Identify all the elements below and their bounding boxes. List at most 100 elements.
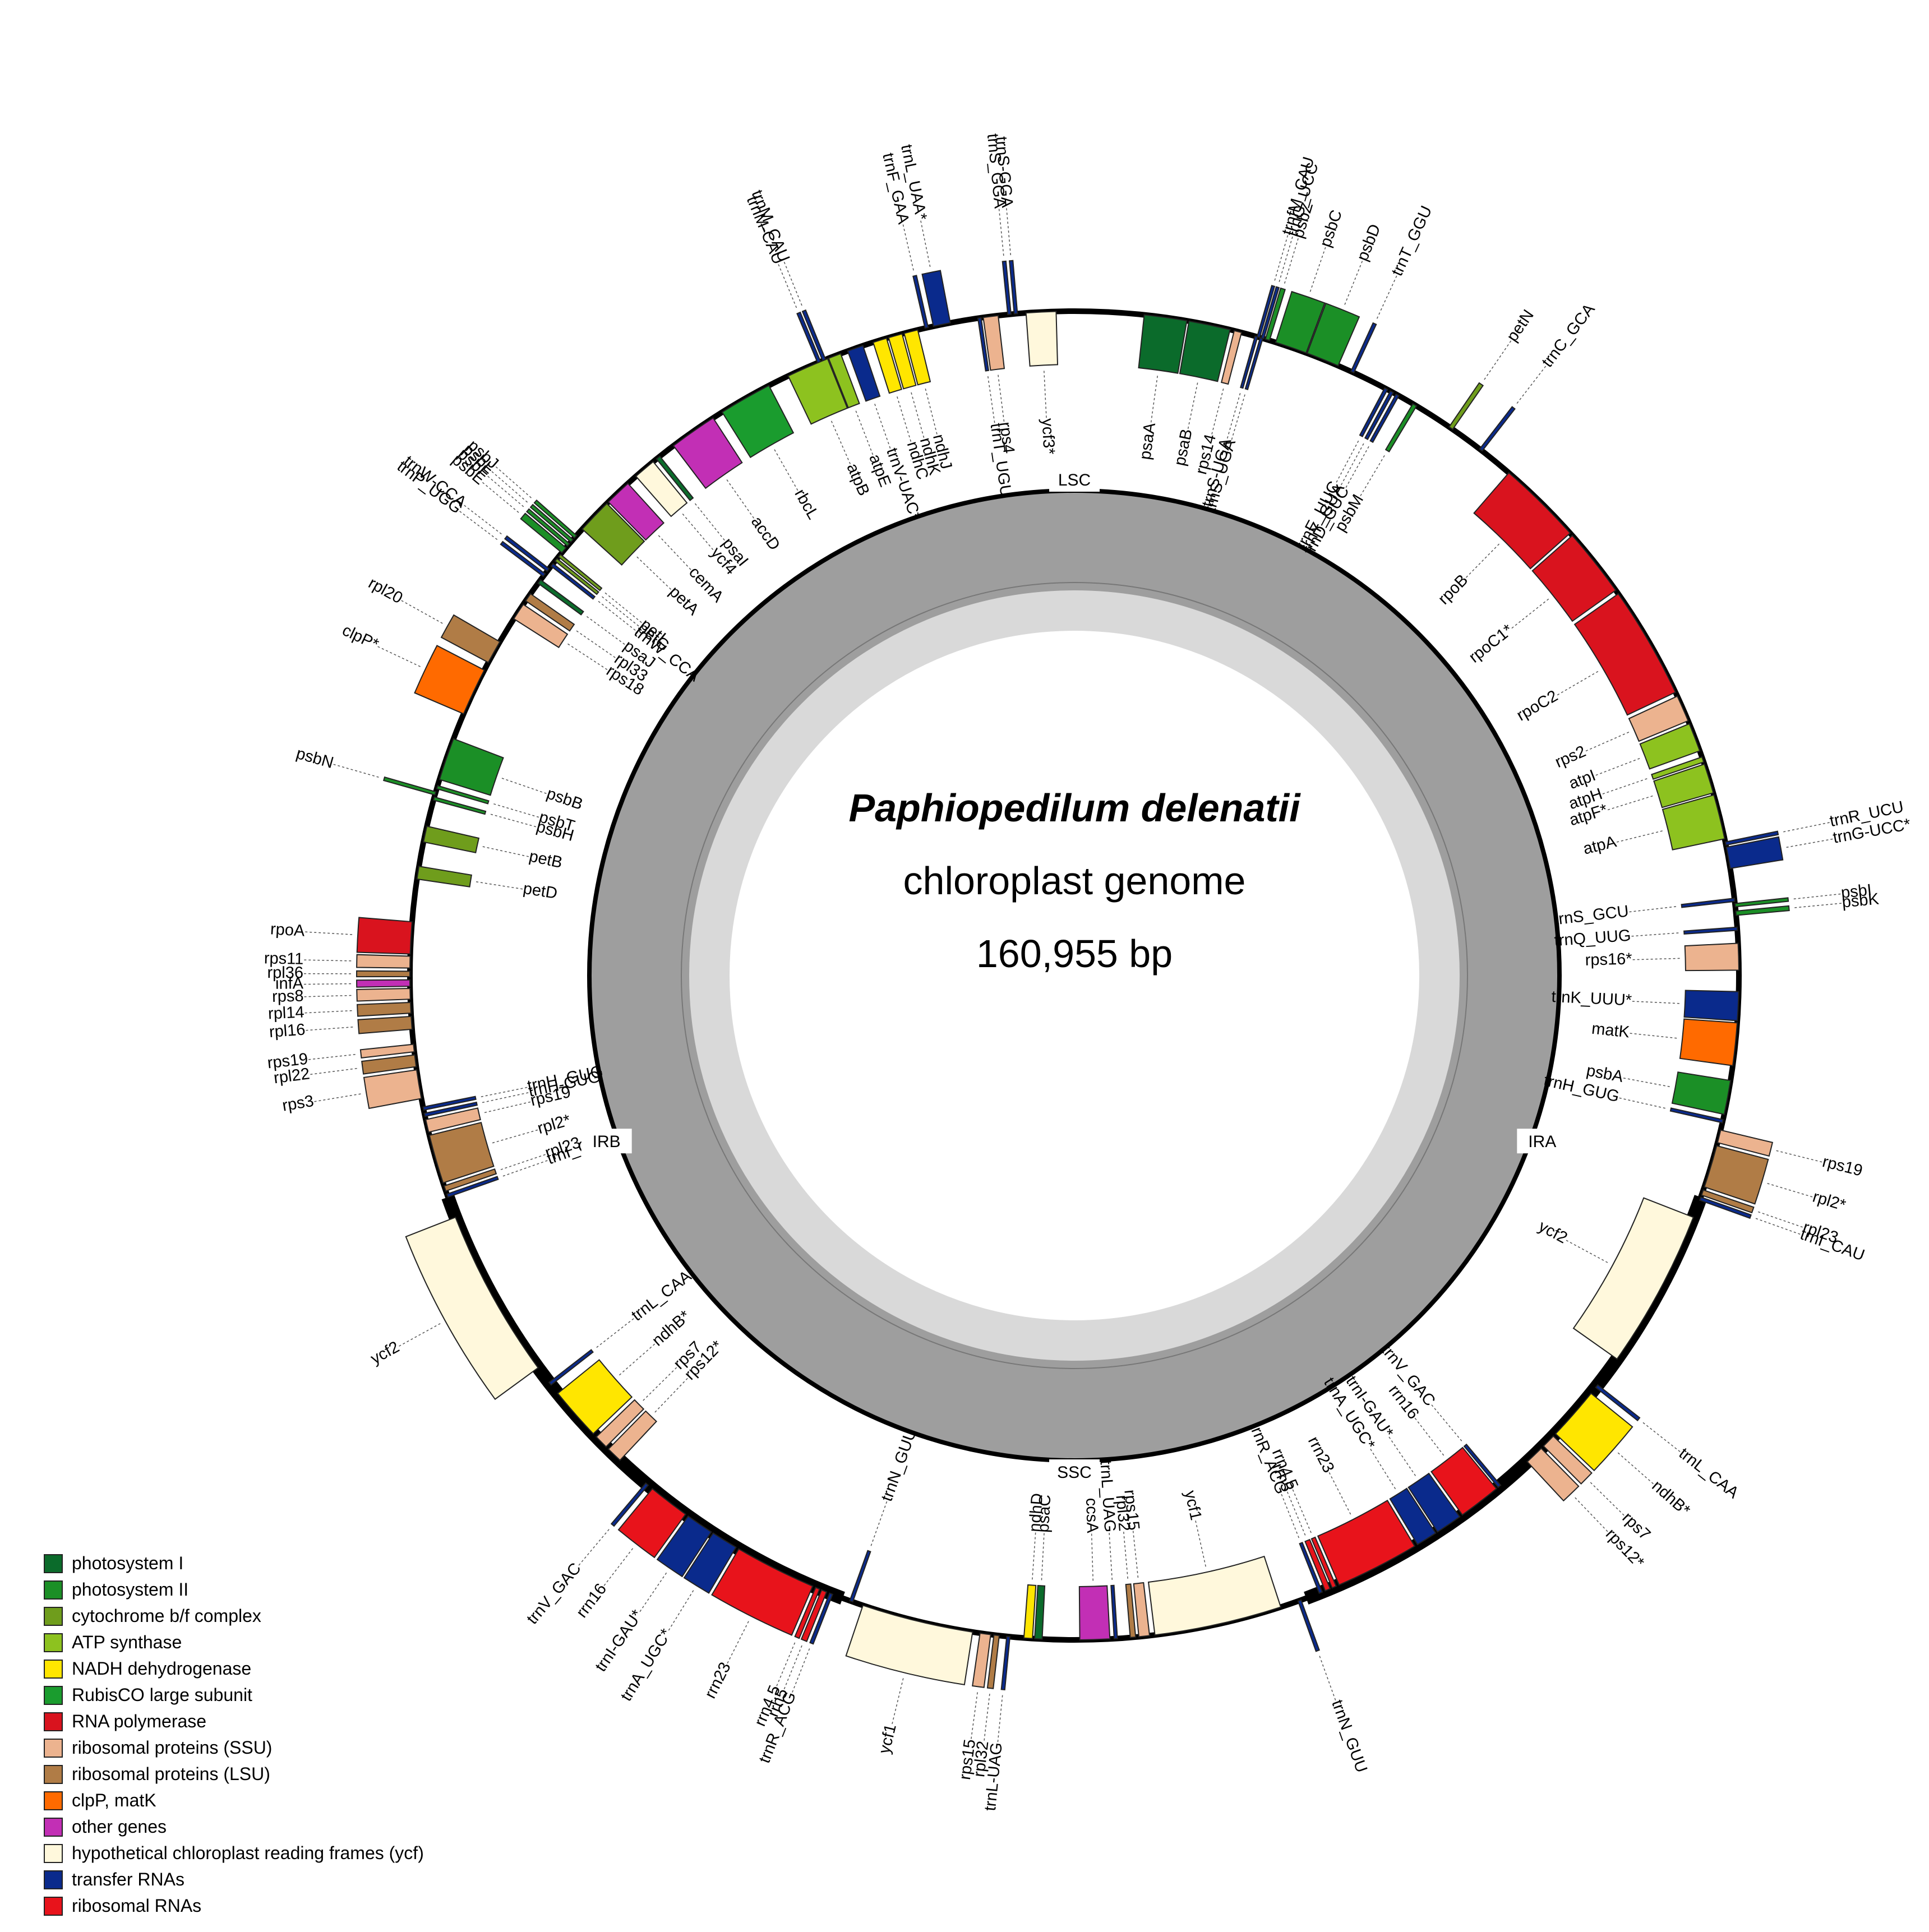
gene-block-trnhgug: [423, 1101, 478, 1117]
gene-block-rrn23: [711, 1548, 814, 1636]
gene-leader-line: [304, 931, 353, 935]
gene-leader-line: [476, 881, 524, 890]
gene-leader-line: [911, 392, 925, 439]
region-label-bg: [1517, 1129, 1568, 1154]
gene-block-clpp: [414, 645, 486, 715]
gene-leader-line: [1344, 260, 1363, 305]
legend-item: hypothetical chloroplast reading frames …: [44, 1840, 548, 1866]
gene-block-rps18: [513, 603, 569, 649]
gene-block-rps12: [607, 1410, 658, 1462]
gene-block-petn: [1448, 382, 1484, 431]
gene-block-psba: [1671, 1071, 1732, 1115]
gene-leader-line: [1109, 1532, 1113, 1580]
gene-block-trnquug: [1683, 926, 1738, 935]
gene-leader-line: [971, 1692, 978, 1740]
legend-item: ATP synthase: [44, 1629, 548, 1656]
region-label-bg: [1049, 1459, 1100, 1484]
gene-block-rpoc1: [1531, 534, 1617, 622]
gene-block-ycf1: [845, 1605, 973, 1686]
gene-label: rps19: [1821, 1153, 1865, 1180]
gene-block-rpoc2: [1573, 593, 1677, 716]
gene-leader-line: [482, 1092, 529, 1103]
gene-leader-line: [313, 1093, 361, 1102]
gene-leader-line: [303, 995, 352, 997]
gene-leader-line: [1575, 1497, 1609, 1533]
gene-leader-line: [1628, 906, 1677, 913]
gene-block-rps16: [1684, 942, 1739, 972]
legend-item: photosystem I: [44, 1550, 548, 1577]
gene-leader-line: [1602, 778, 1648, 795]
region-label-bg: [581, 1129, 632, 1154]
gene-leader-line: [500, 1154, 546, 1170]
gene-leader-line: [1336, 440, 1359, 483]
gene-label: ycf2: [1535, 1217, 1570, 1247]
gene-label: psbD: [1354, 221, 1385, 264]
gene-block-trnkuuu: [1683, 990, 1739, 1022]
gene-block-rrn23: [1317, 1499, 1416, 1586]
gene-leader-line: [1414, 1417, 1445, 1456]
gene-leader-line: [891, 1678, 904, 1725]
gene-block-cema: [607, 482, 665, 541]
gene-block-rpl33: [525, 593, 575, 632]
gene-label: rpoC1*: [1466, 621, 1517, 667]
gene-leader-line: [1328, 1472, 1351, 1515]
gene-label: rps16*: [1585, 950, 1632, 969]
gene-block-trngucc: [1725, 836, 1784, 870]
gene-block-ycf3: [1025, 311, 1059, 367]
gene-block-trnsgga: [1008, 260, 1018, 315]
gene-leader-line: [598, 600, 636, 631]
gene-leader-line: [791, 1648, 810, 1693]
gene-leader-line: [1595, 757, 1640, 776]
gene-leader-line: [1516, 365, 1547, 404]
gene-leader-line: [493, 803, 540, 818]
gene-label: rpl36: [267, 964, 303, 982]
legend-label: ATP synthase: [72, 1632, 182, 1652]
gene-leader-line: [1319, 1656, 1336, 1701]
gene-block-rps3: [363, 1069, 422, 1110]
gene-leader-line: [1616, 830, 1663, 843]
legend-swatch: [44, 1791, 63, 1810]
legend-swatch: [44, 1633, 63, 1652]
gene-leader-line: [778, 264, 797, 308]
gene-block-trnsgga: [1002, 260, 1012, 316]
legend-item: transfer RNAs: [44, 1866, 548, 1893]
legend-label: other genes: [72, 1817, 167, 1837]
gene-leader-line: [481, 1087, 528, 1098]
gene-leader-line: [1511, 598, 1549, 629]
legend-item: other genes: [44, 1814, 548, 1840]
gene-block-rps7: [595, 1399, 645, 1448]
gene-block-psbd: [1306, 302, 1360, 367]
gene-block-rpl32: [986, 1634, 1000, 1689]
gene-leader-line: [303, 983, 352, 985]
gene-leader-line: [604, 592, 643, 623]
gene-label: trnQ_UUG: [1554, 927, 1632, 950]
gene-label: petN: [1503, 307, 1538, 345]
gene-label: clpP*: [339, 621, 381, 654]
gene-block-trnvgac: [610, 1482, 649, 1527]
gene-leader-line: [1585, 732, 1630, 752]
region-label-lsc: LSC: [1058, 471, 1091, 489]
gene-block-rpl22: [361, 1054, 417, 1075]
gene-block-rrn16: [1430, 1446, 1498, 1516]
gene-block-trngucc: [1260, 286, 1280, 340]
gene-block-psbk: [1735, 905, 1790, 916]
gene-label: trnN_GUU: [878, 1426, 921, 1504]
gene-leader-line: [484, 1101, 531, 1113]
gene-leader-line: [1783, 822, 1830, 833]
gene-label: rpl14: [267, 1003, 304, 1023]
gene-block-rpl2: [428, 1121, 495, 1184]
gene-leader-line: [830, 420, 851, 465]
gene-leader-line: [925, 389, 938, 435]
gene-block-psbj: [533, 499, 578, 539]
gene-label: atpA: [1581, 833, 1618, 858]
gene-leader-line: [1231, 394, 1245, 441]
gene-block-trnaugc: [683, 1532, 737, 1594]
gene-block-rrn5: [1304, 1538, 1331, 1592]
gene-block-ccsa: [1078, 1585, 1111, 1640]
gene-leader-line: [636, 556, 672, 590]
gene-leader-line: [1187, 382, 1198, 429]
gene-block-trneuuc: [1359, 387, 1388, 437]
gene-block-psab: [1179, 320, 1231, 382]
gene-label: rps15: [1120, 1489, 1142, 1532]
